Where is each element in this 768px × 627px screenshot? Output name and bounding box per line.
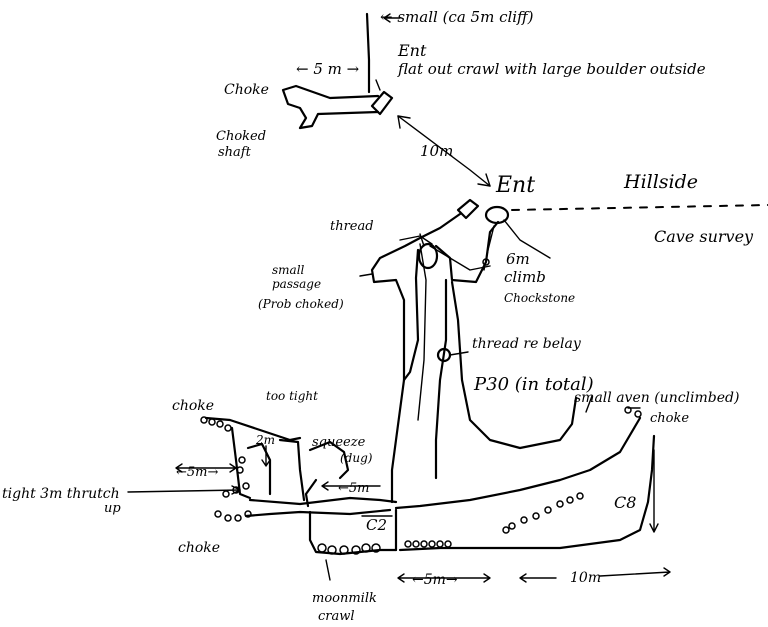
label-too-tight: too tight bbox=[266, 389, 318, 403]
label-chockstone: Chockstone bbox=[504, 291, 575, 305]
label-moonmilk-2: crawl bbox=[318, 609, 355, 624]
main-shaft bbox=[359, 212, 578, 504]
label-ten-m-upper: 10m bbox=[420, 142, 453, 160]
label-hillside: Hillside bbox=[623, 171, 698, 193]
c8-arrow bbox=[649, 449, 659, 533]
label-small-aven: small aven (unclimbed) bbox=[574, 390, 739, 406]
cliff-line bbox=[365, 12, 371, 94]
label-small-passage-1: small bbox=[272, 263, 305, 277]
label-c8: C8 bbox=[614, 493, 636, 512]
bottom-dimension-arrows bbox=[397, 567, 671, 583]
label-small-passage-2: passage bbox=[272, 277, 321, 291]
ent-arrow-upper bbox=[375, 79, 381, 91]
label-dug: (dug) bbox=[340, 451, 373, 465]
label-choke-right: choke bbox=[650, 411, 689, 426]
label-small-passage-3: (Prob choked) bbox=[258, 297, 344, 311]
label-squeeze: squeeze bbox=[312, 435, 366, 450]
label-thread-top: thread bbox=[330, 219, 374, 234]
label-climb: climb bbox=[504, 268, 546, 286]
label-flat-out-crawl: flat out crawl with large boulder outsid… bbox=[397, 60, 706, 78]
label-moonmilk-1: moonmilk bbox=[312, 591, 377, 606]
label-small-cliff: ← small (ca 5m cliff) bbox=[380, 8, 534, 26]
upper-entrance-marker bbox=[370, 90, 394, 116]
label-c2: C2 bbox=[366, 516, 387, 534]
lower-right-passage bbox=[394, 395, 659, 552]
label-two-m: 2m bbox=[255, 433, 275, 447]
label-choked-shaft-2: shaft bbox=[218, 145, 252, 160]
passage-pebbles bbox=[404, 492, 584, 548]
label-choke-bottom: choke bbox=[178, 540, 220, 556]
label-p30: P30 (in total) bbox=[473, 374, 594, 395]
label-tight-3m-2: up bbox=[104, 501, 121, 516]
left-entrance-marker bbox=[456, 198, 480, 220]
label-five-m-left: ←5m→ bbox=[176, 465, 218, 480]
label-choke-top: Choke bbox=[224, 82, 269, 98]
label-five-m-bottom: ←5m→ bbox=[412, 572, 458, 588]
small-cliff-arrow bbox=[383, 13, 401, 23]
ten-m-arrow-upper bbox=[397, 115, 491, 187]
label-thread-rebelay: thread re belay bbox=[472, 336, 582, 352]
label-six-m: 6m bbox=[506, 250, 530, 268]
upper-entrance-passage bbox=[281, 12, 394, 130]
hillside-line bbox=[511, 204, 768, 211]
label-five-m-top: ← 5 m → bbox=[296, 60, 360, 78]
label-upper-ent: Ent bbox=[397, 41, 427, 60]
upper-passage-outline bbox=[281, 84, 380, 130]
hillside-slope bbox=[503, 219, 551, 259]
lower-left-complex bbox=[127, 416, 398, 581]
label-tight-3m-1: tight 3m thrutch bbox=[2, 486, 120, 502]
label-ten-m-bottom: 10m bbox=[570, 570, 601, 586]
label-main-ent: Ent bbox=[495, 173, 535, 198]
label-cave-survey: Cave survey bbox=[654, 227, 754, 246]
label-choke-left-top: choke bbox=[172, 398, 214, 414]
label-five-m-mid: ←5m bbox=[338, 481, 370, 496]
label-choked-shaft-1: Choked bbox=[216, 129, 266, 144]
